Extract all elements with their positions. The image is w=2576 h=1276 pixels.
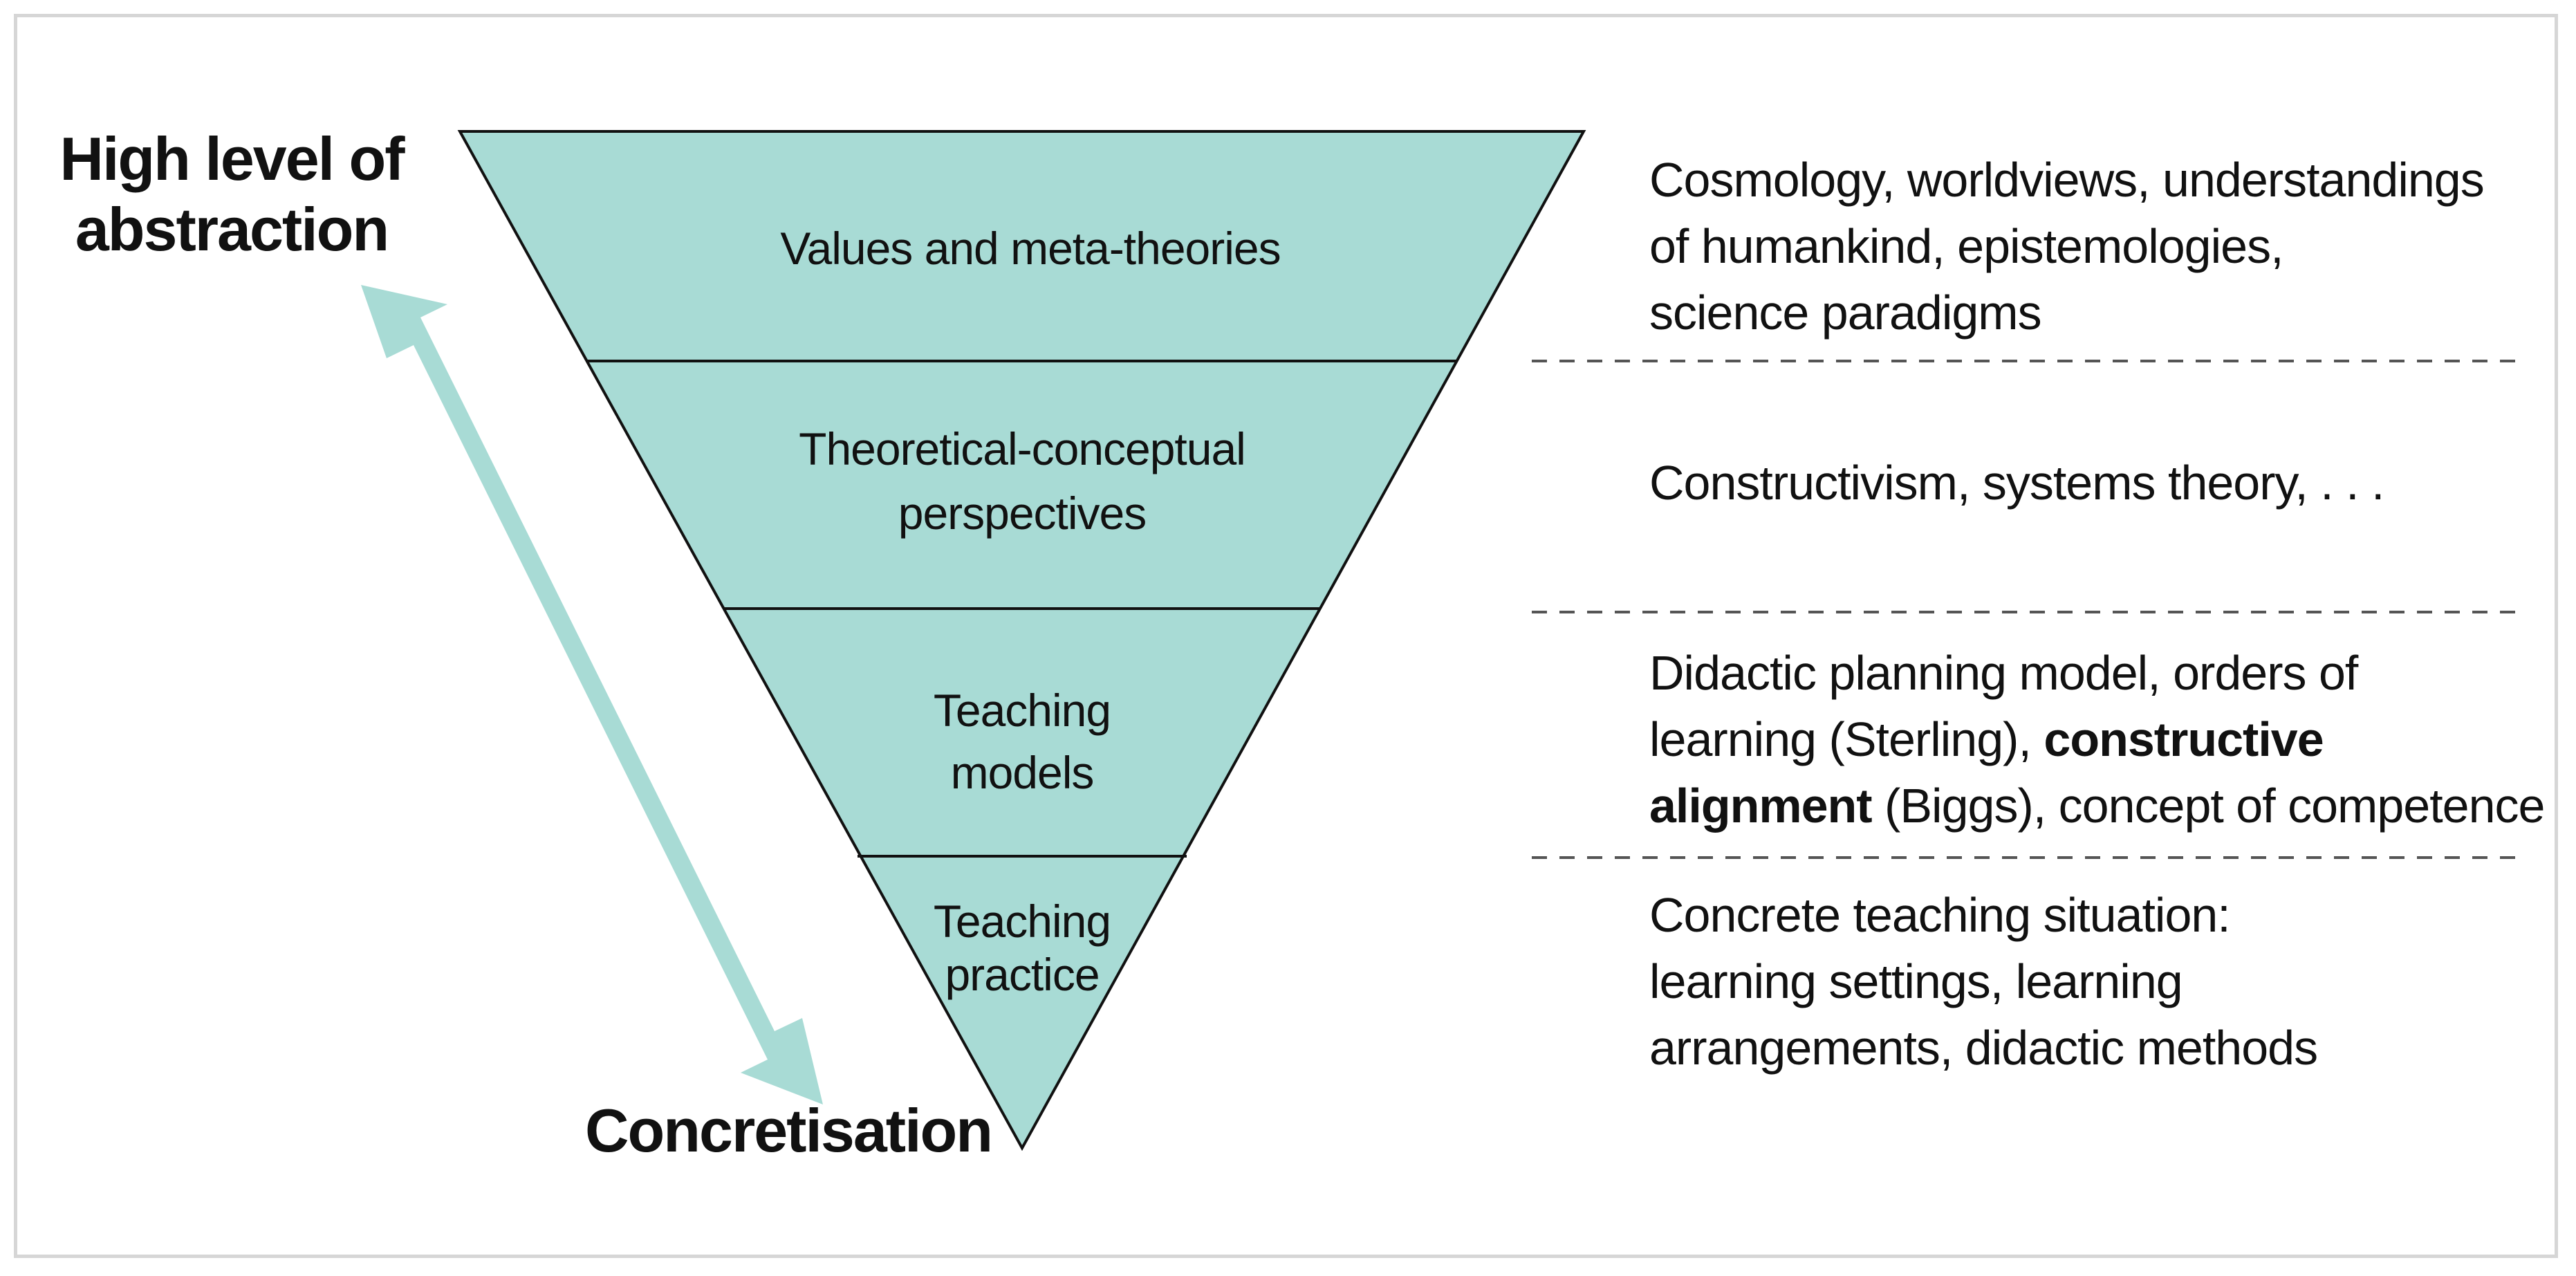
description-values-line3: science paradigms	[1649, 286, 2042, 340]
layer-label-practice-line2: practice	[945, 949, 1099, 1000]
description-practice-line2: learning settings, learning	[1649, 954, 2183, 1008]
description-theoretical-line1: Constructivism, systems theory, . . .	[1649, 456, 2384, 510]
description-practice-line1: Concrete teaching situation:	[1649, 888, 2231, 942]
inverted-triangle	[457, 130, 1586, 1152]
layer-label-theoretical-line1: Theoretical-conceptual	[799, 423, 1245, 474]
description-theoretical: Constructivism, systems theory, . . .	[1649, 450, 2384, 516]
description-models-line2-text: learning (Sterling),	[1649, 712, 2044, 766]
description-practice: Concrete teaching situation: learning se…	[1649, 882, 2318, 1081]
layer-label-models-line1: Teaching	[934, 685, 1111, 736]
layer-label-models-line2: models	[951, 747, 1094, 798]
description-models-line1: Didactic planning model, orders of	[1649, 646, 2358, 700]
description-models-line3-text: (Biggs), concept of competence	[1871, 779, 2545, 833]
axis-top-label-line2: abstraction	[75, 195, 388, 263]
layer-label-values: Values and meta-theories	[780, 223, 1280, 274]
axis-bottom-label: Concretisation	[585, 1096, 992, 1165]
description-practice-line3: arrangements, didactic methods	[1649, 1021, 2318, 1075]
description-values: Cosmology, worldviews, understandings of…	[1649, 147, 2485, 346]
description-models-bold-alignment: alignment	[1649, 779, 1873, 833]
description-values-line1: Cosmology, worldviews, understandings	[1649, 153, 2485, 207]
description-models-bold-constructive: constructive	[2044, 712, 2324, 766]
axis-top-label-line1: High level of	[59, 124, 405, 193]
layer-label-theoretical-line2: perspectives	[898, 488, 1147, 539]
abstraction-arrow	[361, 285, 823, 1104]
description-models-line2: learning (Sterling), constructive	[1649, 706, 2544, 773]
description-models-line3: alignment (Biggs), concept of competence	[1649, 773, 2545, 839]
layer-label-practice-line1: Teaching	[934, 896, 1111, 947]
description-models: Didactic planning model, orders of learn…	[1649, 640, 2545, 839]
description-values-line2: of humankind, epistemologies,	[1649, 219, 2284, 273]
